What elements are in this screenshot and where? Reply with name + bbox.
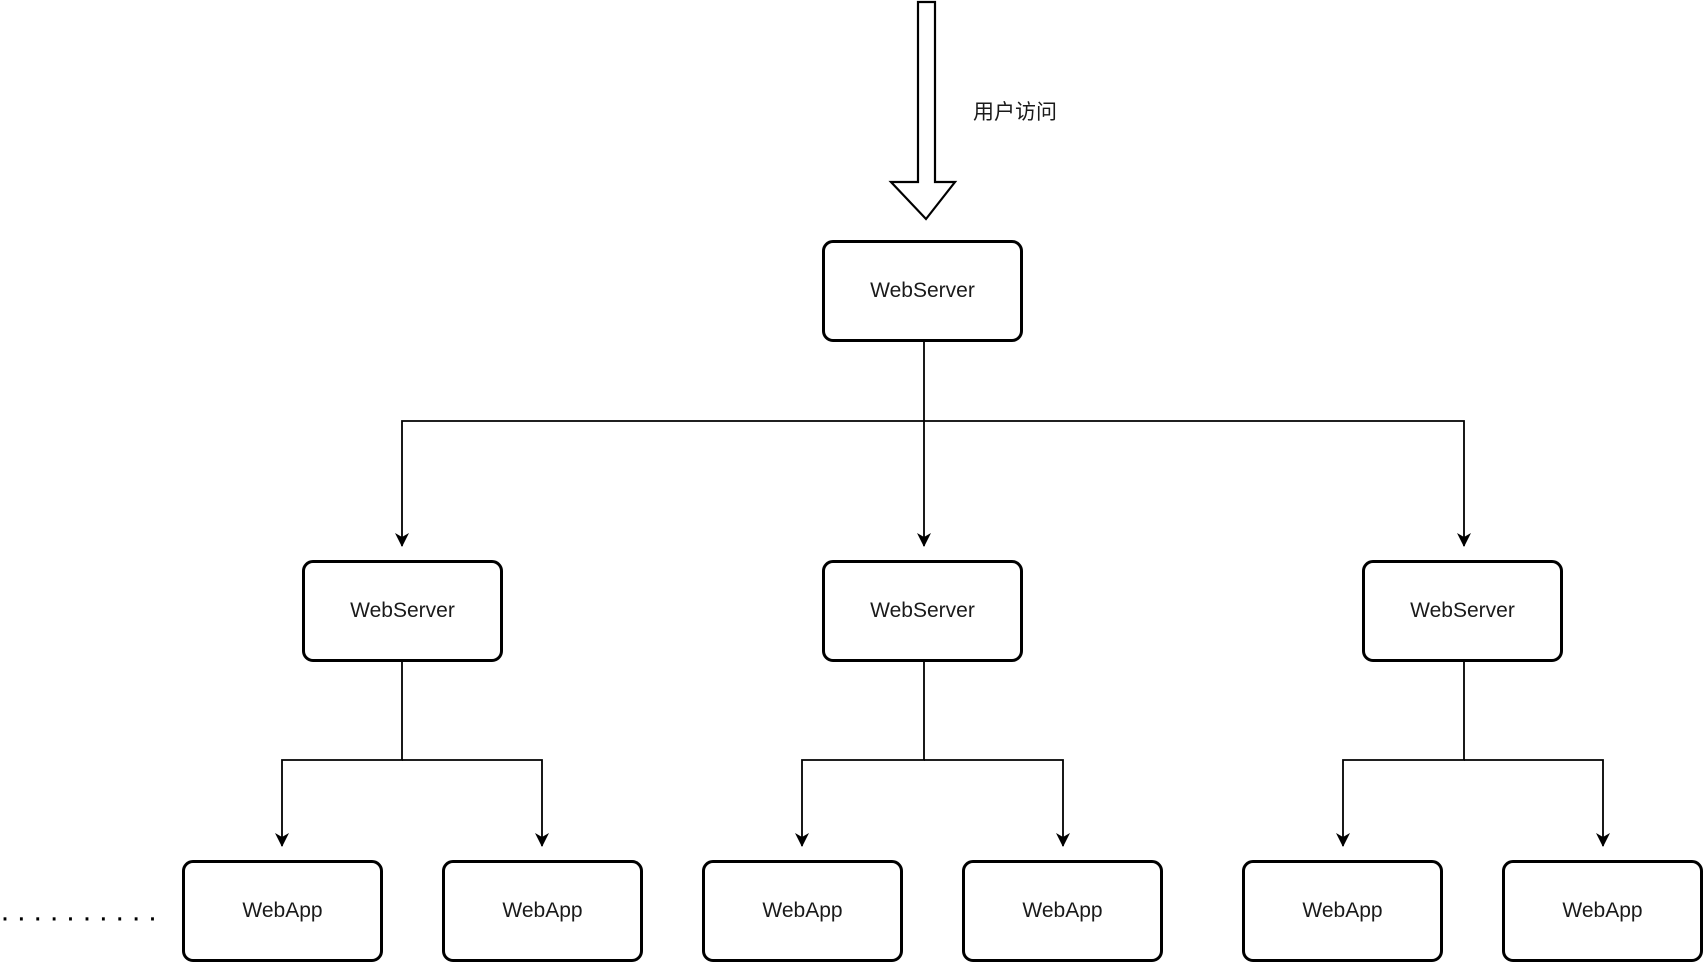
webapp-node-2: WebApp [442,860,643,962]
webapp-label: WebApp [1022,899,1103,922]
server-3-to-apps-connector [1336,662,1610,847]
webapp-label: WebApp [1562,899,1643,922]
webapp-node-4: WebApp [962,860,1163,962]
webserver-label: WebServer [870,599,975,622]
user-access-label: 用户访问 [973,100,1057,124]
webserver-node-3: WebServer [1362,560,1563,662]
root-to-servers-connector [395,342,1471,547]
user-access-arrow [888,0,958,221]
webserver-node-2: WebServer [822,560,1023,662]
server-1-to-apps-connector [275,662,549,847]
webserver-label: WebServer [350,599,455,622]
webapp-node-6: WebApp [1502,860,1703,962]
webapp-node-5: WebApp [1242,860,1443,962]
root-webserver-node: WebServer [822,240,1023,342]
webserver-node-1: WebServer [302,560,503,662]
webserver-label: WebServer [1410,599,1515,622]
webapp-label: WebApp [762,899,843,922]
webapp-node-1: WebApp [182,860,383,962]
webapp-label: WebApp [1302,899,1383,922]
webapp-label: WebApp [502,899,583,922]
root-webserver-label: WebServer [870,279,975,302]
ellipsis-dots: ·········· [0,901,164,934]
webapp-node-3: WebApp [702,860,903,962]
webapp-label: WebApp [242,899,323,922]
server-2-to-apps-connector [795,662,1070,847]
